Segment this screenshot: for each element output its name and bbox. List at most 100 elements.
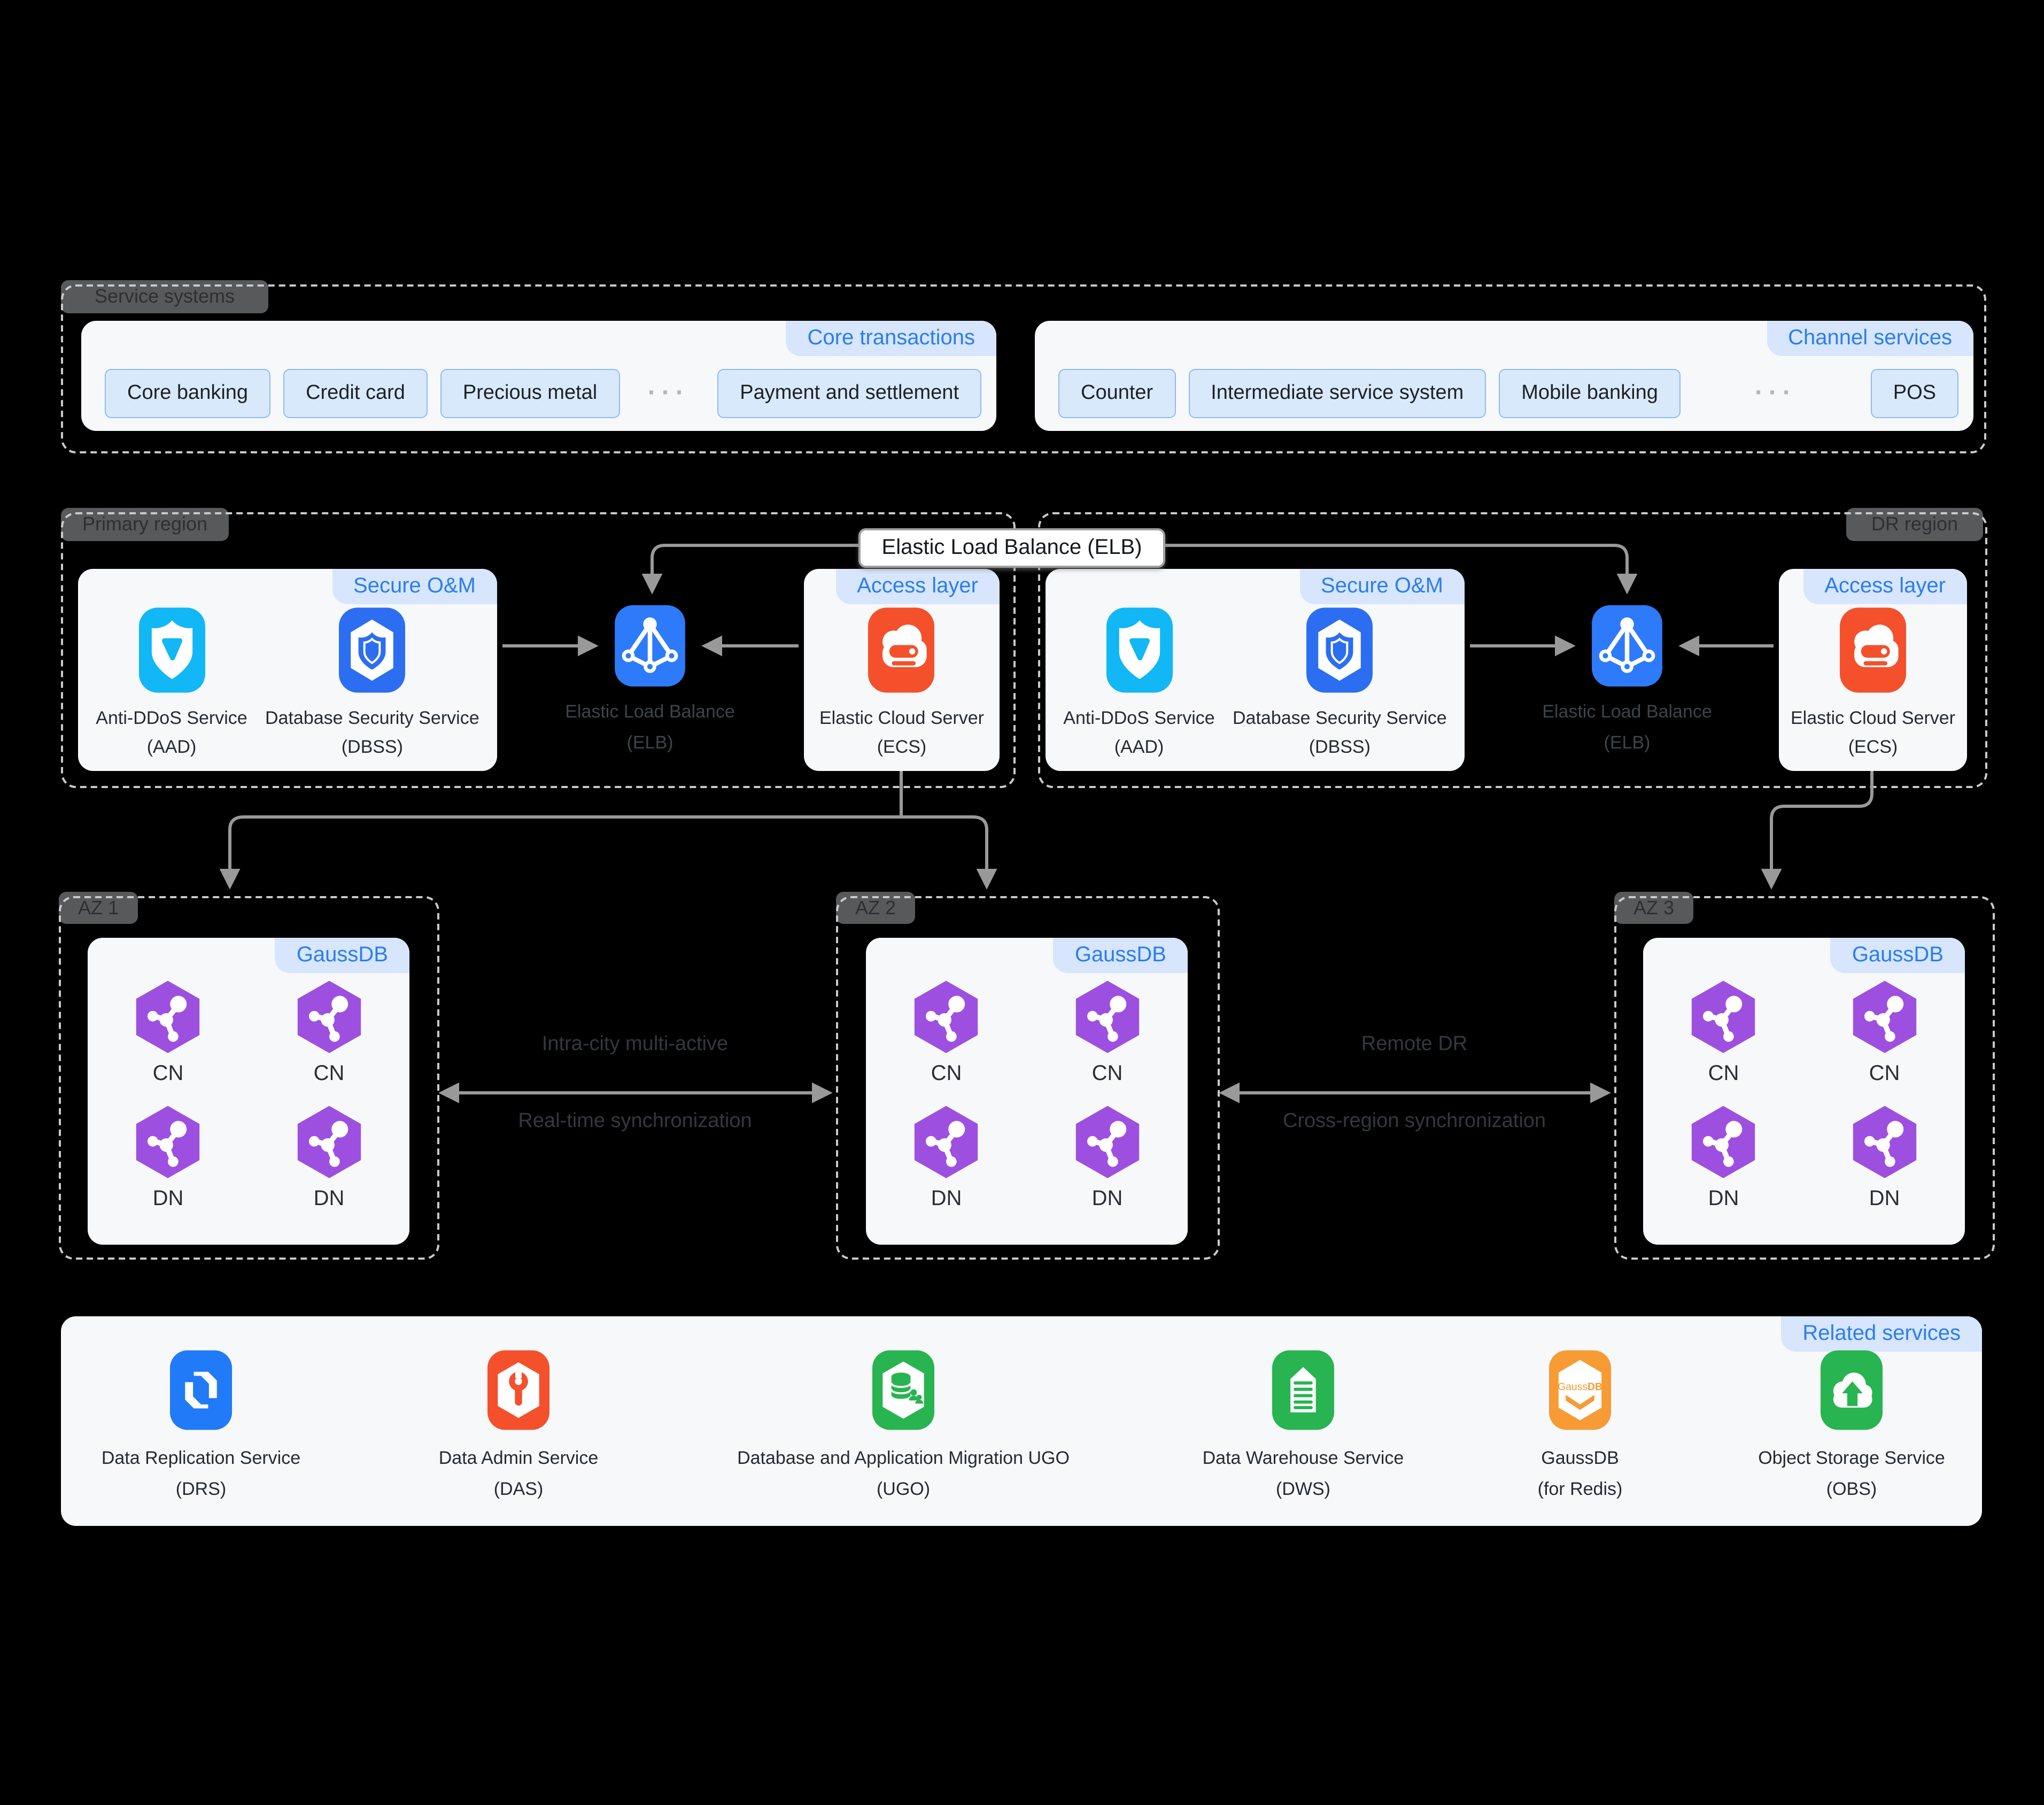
gaussdb-pill: GaussDB <box>1053 938 1188 973</box>
service-name: Data Warehouse Service <box>1202 1448 1404 1468</box>
service-acronym: (AAD) <box>1114 737 1164 758</box>
data-warehouse-document-icon <box>1272 1349 1334 1431</box>
intra-city-sync-label-top: Intra-city multi-active <box>541 1033 729 1055</box>
primary-elb-caption: Elastic Load Balance (ELB) <box>511 697 789 759</box>
related-service-drs: Data Replication Service (DRS) <box>19 1349 383 1506</box>
data-replication-icon <box>170 1349 232 1431</box>
related-services-panel: Related services <box>61 1316 1982 1526</box>
secure-om-pill: Secure O&M <box>332 569 497 604</box>
core-transactions-items: Core banking Credit card Precious metal … <box>105 369 981 418</box>
node-label: DN <box>1869 1187 1900 1210</box>
dr-region-container <box>1038 512 1987 788</box>
elb-connector-label: Elastic Load Balance (ELB) <box>858 528 1165 568</box>
service-name: Data Replication Service <box>101 1448 301 1468</box>
gaussdb-node-icon <box>913 978 980 1055</box>
elb-acronym: (ELB) <box>626 732 673 753</box>
service-acronym: (OBS) <box>1826 1478 1877 1499</box>
related-services-pill: Related services <box>1781 1316 1982 1352</box>
database-migration-icon <box>872 1349 934 1431</box>
db-node: DN <box>88 1104 249 1212</box>
az2-container <box>836 896 1220 1260</box>
az1-gaussdb-panel: GaussDB CN CN DN DN <box>88 938 409 1245</box>
system-chip-payment-settlement: Payment and settlement <box>717 369 981 418</box>
service-name: Anti-DDoS Service <box>1063 708 1215 728</box>
service-acronym: (UGO) <box>876 1478 931 1499</box>
service-name: Anti-DDoS Service <box>96 708 247 728</box>
service-acronym: (ECS) <box>877 737 927 758</box>
db-node: DN <box>249 1104 409 1212</box>
service-ecs: Elastic Cloud Server (ECS) <box>819 607 984 762</box>
service-acronym: (DBSS) <box>341 737 403 758</box>
access-layer-pill: Access layer <box>1803 569 1967 604</box>
gaussdb-pill: GaussDB <box>1830 938 1965 973</box>
gaussdb-node-icon <box>913 1104 980 1181</box>
elastic-cloud-server-icon <box>1840 607 1906 693</box>
gaussdb-node-icon <box>1074 1104 1141 1181</box>
primary-to-az2-arrow <box>901 815 997 890</box>
service-aad: Anti-DDoS Service (AAD) <box>1063 607 1215 762</box>
az1-container <box>59 896 439 1260</box>
related-service-das: Data Admin Service (DAS) <box>337 1349 700 1506</box>
db-node: CN <box>249 978 409 1086</box>
db-node: CN <box>1027 978 1188 1086</box>
node-label: DN <box>1091 1187 1123 1210</box>
service-name: Database Security Service <box>1233 708 1447 728</box>
service-acronym: (DWS) <box>1276 1478 1330 1499</box>
gaussdb-node-icon <box>1852 978 1918 1055</box>
service-dbss: Database Security Service (DBSS) <box>1233 607 1447 762</box>
system-chip-core-banking: Core banking <box>105 369 271 418</box>
service-systems-container <box>61 284 1986 453</box>
dr-elb-caption: Elastic Load Balance (ELB) <box>1488 697 1766 759</box>
node-label: CN <box>313 1062 345 1085</box>
service-aad: Anti-DDoS Service (AAD) <box>96 607 247 762</box>
database-security-shield-icon <box>1306 607 1373 693</box>
gaussdb-node-icon <box>1691 978 1757 1055</box>
db-node: DN <box>1027 1104 1188 1212</box>
core-transactions-panel: Core transactions Core banking Credit ca… <box>81 321 996 431</box>
gaussdb-pill: GaussDB <box>275 938 409 973</box>
database-security-shield-icon <box>339 607 405 693</box>
system-chip-credit-card: Credit card <box>283 369 428 418</box>
service-name: Data Admin Service <box>438 1448 599 1468</box>
db-node: DN <box>1804 1104 1965 1212</box>
related-service-obs: Object Storage Service (OBS) <box>1670 1349 2033 1506</box>
db-node: CN <box>88 978 249 1086</box>
primary-access-layer-panel: Access layer Elastic Cloud Server (ECS) <box>804 569 1000 771</box>
anti-ddos-shield-icon <box>138 607 205 693</box>
dr-access-layer-panel: Access layer Elastic Cloud Server (ECS) <box>1779 569 1967 771</box>
node-label: DN <box>313 1187 345 1210</box>
node-label: CN <box>931 1062 962 1085</box>
gaussdb-redis-icon <box>1549 1349 1611 1431</box>
db-node: CN <box>1804 978 1965 1086</box>
ellipsis-icon: ··· <box>647 379 690 407</box>
gaussdb-node-icon <box>1074 978 1141 1055</box>
remote-dr-sync-label-bottom: Cross-region synchronization <box>1282 1110 1546 1132</box>
node-label: CN <box>1708 1062 1739 1085</box>
channel-services-panel: Channel services Counter Intermediate se… <box>1035 321 1973 431</box>
primary-region-container <box>61 512 1016 788</box>
gaussdb-node-icon <box>1852 1104 1918 1181</box>
service-name: Database and Application Migration UGO <box>737 1448 1070 1468</box>
intra-city-sync-label-bottom: Real-time synchronization <box>518 1110 752 1132</box>
elb-acronym: (ELB) <box>1604 732 1651 753</box>
system-chip-pos: POS <box>1870 369 1958 418</box>
elastic-load-balance-icon <box>1592 605 1662 686</box>
related-service-ugo: Database and Application Migration UGO (… <box>722 1349 1085 1506</box>
elb-name: Elastic Load Balance <box>1542 701 1712 722</box>
node-label: DN <box>152 1187 184 1210</box>
service-acronym: (AAD) <box>146 737 197 758</box>
db-node: CN <box>1643 978 1804 1086</box>
core-transactions-pill: Core transactions <box>786 321 996 356</box>
service-acronym: (DBSS) <box>1309 737 1371 758</box>
dr-secure-om-panel: Secure O&M Anti-DDoS Service (AAD) Datab… <box>1046 569 1465 771</box>
az3-gaussdb-panel: GaussDB CN CN DN DN <box>1643 938 1965 1245</box>
related-service-dws: Data Warehouse Service (DWS) <box>1121 1349 1485 1506</box>
wrench-hexagon-icon <box>487 1349 549 1431</box>
node-label: CN <box>152 1062 184 1085</box>
elb-name: Elastic Load Balance <box>565 701 735 722</box>
channel-services-pill: Channel services <box>1767 321 1973 356</box>
service-acronym: (DAS) <box>493 1478 544 1499</box>
node-label: DN <box>1708 1187 1739 1210</box>
service-acronym: (for Redis) <box>1537 1478 1623 1499</box>
service-name: GaussDB <box>1541 1448 1619 1468</box>
